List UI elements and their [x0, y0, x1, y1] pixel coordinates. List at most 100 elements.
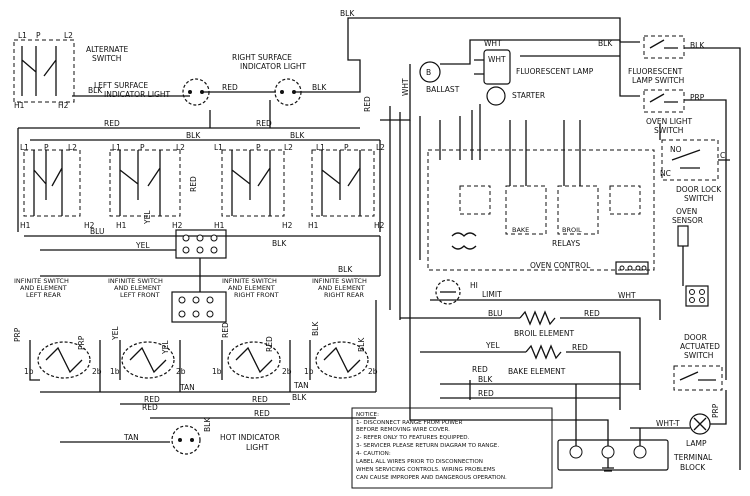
left-surface-light-label-1: LEFT SURFACE	[94, 81, 148, 90]
l1-label: L1	[18, 31, 27, 40]
sw-lf-label-3: LEFT FRONT	[120, 291, 160, 299]
broil-element	[519, 310, 556, 326]
wire-red-broil: RED	[584, 309, 600, 318]
wire-blk-el4: BLK	[311, 321, 320, 336]
wire-red-sw3: RED	[189, 176, 198, 192]
p-label: P	[36, 31, 41, 40]
starter	[486, 86, 506, 106]
svg-text:B: B	[426, 68, 431, 77]
element-right-front	[227, 341, 281, 379]
notice-line-0: NOTICE:	[356, 412, 379, 418]
wire-red-bus: RED	[104, 119, 120, 128]
wire-blk-bottom: BLK	[292, 393, 307, 402]
wire-yel-el2b: YEL	[161, 340, 170, 355]
starter-label: STARTER	[512, 91, 545, 100]
door-switch-label-1: DOOR	[684, 333, 707, 342]
wire-blk-el4b: BLK	[357, 337, 366, 352]
wire-wht-ballast: WHT	[401, 78, 410, 96]
hot-indicator-light	[171, 425, 201, 455]
door-switch-label-3: SWITCH	[684, 351, 713, 360]
sw3-h1: H1	[214, 221, 225, 230]
wire-red-el3: RED	[221, 322, 230, 338]
connector-block-lower	[171, 291, 227, 323]
alternate-switch-label-2: SWITCH	[92, 54, 121, 63]
l2-label: L2	[64, 31, 73, 40]
sw4-l1: L1	[316, 143, 325, 152]
element-right-rear	[315, 341, 369, 379]
sw1-l2: L2	[68, 143, 77, 152]
oven-light-switch	[643, 89, 685, 113]
h1-label: H1	[14, 101, 25, 110]
sw-lr-label-1: INFINITE SWITCH	[14, 277, 69, 285]
bake-element	[525, 344, 562, 360]
oven-control-board	[427, 149, 655, 271]
sw3-p: P	[256, 143, 261, 152]
wire-prp-el1: PRP	[13, 327, 22, 342]
wire-red-left-light: RED	[222, 83, 238, 92]
wire-blk-hot: BLK	[203, 417, 212, 432]
hi-limit-label-2: LIMIT	[482, 290, 502, 299]
door-switch-label-2: ACTUATED	[680, 342, 720, 351]
door-lock-label-2: SWITCH	[684, 194, 713, 203]
wire-red-bottom-2: RED	[252, 395, 268, 404]
connector-block-upper	[175, 229, 227, 259]
wire-prp-lamp: PRP	[711, 403, 720, 418]
sw2-l1: L1	[112, 143, 121, 152]
sw4-h2: H2	[374, 221, 385, 230]
wire-red-bottom-1: RED	[144, 395, 160, 404]
oven-control-label: OVEN CONTROL	[530, 261, 591, 270]
transformer	[451, 232, 477, 250]
right-surface-light-label-1: RIGHT SURFACE	[232, 53, 292, 62]
wire-yel-el2: YEL	[111, 326, 120, 341]
sw-rr-label-3: RIGHT REAR	[324, 291, 364, 299]
wire-red-bake-2: RED	[472, 365, 488, 374]
wire-blk-right-light: BLK	[312, 83, 327, 92]
wire-yel-bake: YEL	[485, 341, 500, 350]
sw-lr-label-3: LEFT REAR	[26, 291, 61, 299]
notice-line-8: CAN CAUSE IMPROPER AND DANGEROUS OPERATI…	[356, 475, 507, 481]
lamp-label: LAMP	[686, 439, 707, 448]
oven-sensor	[677, 225, 689, 256]
sw-lr-label-2: AND ELEMENT	[20, 284, 67, 292]
sw2-l2: L2	[176, 143, 185, 152]
sw-rf-label-2: AND ELEMENT	[228, 284, 275, 292]
sw-lf-label-1: INFINITE SWITCH	[108, 277, 163, 285]
sw4-h1: H1	[308, 221, 319, 230]
wire-blk-top: BLK	[340, 9, 355, 18]
wire-red-bottom-4: RED	[254, 409, 270, 418]
wire-blk-fl-switch: BLK	[690, 41, 705, 50]
notice-line-3: 2- REFER ONLY TO FEATURES EQUIPPED.	[356, 435, 470, 441]
notice-box	[351, 407, 553, 489]
wire-wht-lamp-2: WHT	[488, 55, 506, 64]
element-left-front	[121, 341, 175, 379]
infinite-switch-3	[221, 149, 285, 217]
hot-indicator-label-1: HOT INDICATOR	[220, 433, 280, 442]
ballast-label: BALLAST	[426, 85, 460, 94]
el1-2b: 2b	[92, 367, 102, 376]
ballast: B	[419, 61, 441, 83]
door-lock-switch	[661, 139, 719, 181]
wire-blu-broil: BLU	[488, 309, 502, 318]
hi-limit	[435, 279, 461, 305]
wire-red-el3b: RED	[265, 336, 274, 352]
terminal-block	[557, 439, 669, 472]
oven-sensor-label-1: OVEN	[676, 207, 697, 216]
door-lock-label-1: DOOR LOCK	[676, 185, 722, 194]
oven-lamp	[689, 413, 711, 435]
sw-lf-label-2: AND ELEMENT	[114, 284, 161, 292]
bake-element-label: BAKE ELEMENT	[508, 367, 566, 376]
el3-1b: 1b	[212, 367, 222, 376]
door-actuated-switch	[673, 365, 723, 391]
wire-red-bottom-right: RED	[478, 389, 494, 398]
wire-yel-top: YEL	[135, 241, 150, 250]
relays-label: RELAYS	[552, 239, 580, 248]
wire-blu-top: BLU	[90, 227, 104, 236]
oven-light-switch-label-1: OVEN LIGHT	[646, 117, 692, 126]
fl-switch-label-2: LAMP SWITCH	[632, 76, 684, 85]
hi-limit-label-1: HI	[470, 281, 478, 290]
bake-relay-label: BAKE	[512, 226, 529, 234]
wire-blk-alt: BLK	[88, 86, 103, 95]
wire-tan-1: TAN	[179, 383, 195, 392]
sw3-h2: H2	[282, 221, 293, 230]
